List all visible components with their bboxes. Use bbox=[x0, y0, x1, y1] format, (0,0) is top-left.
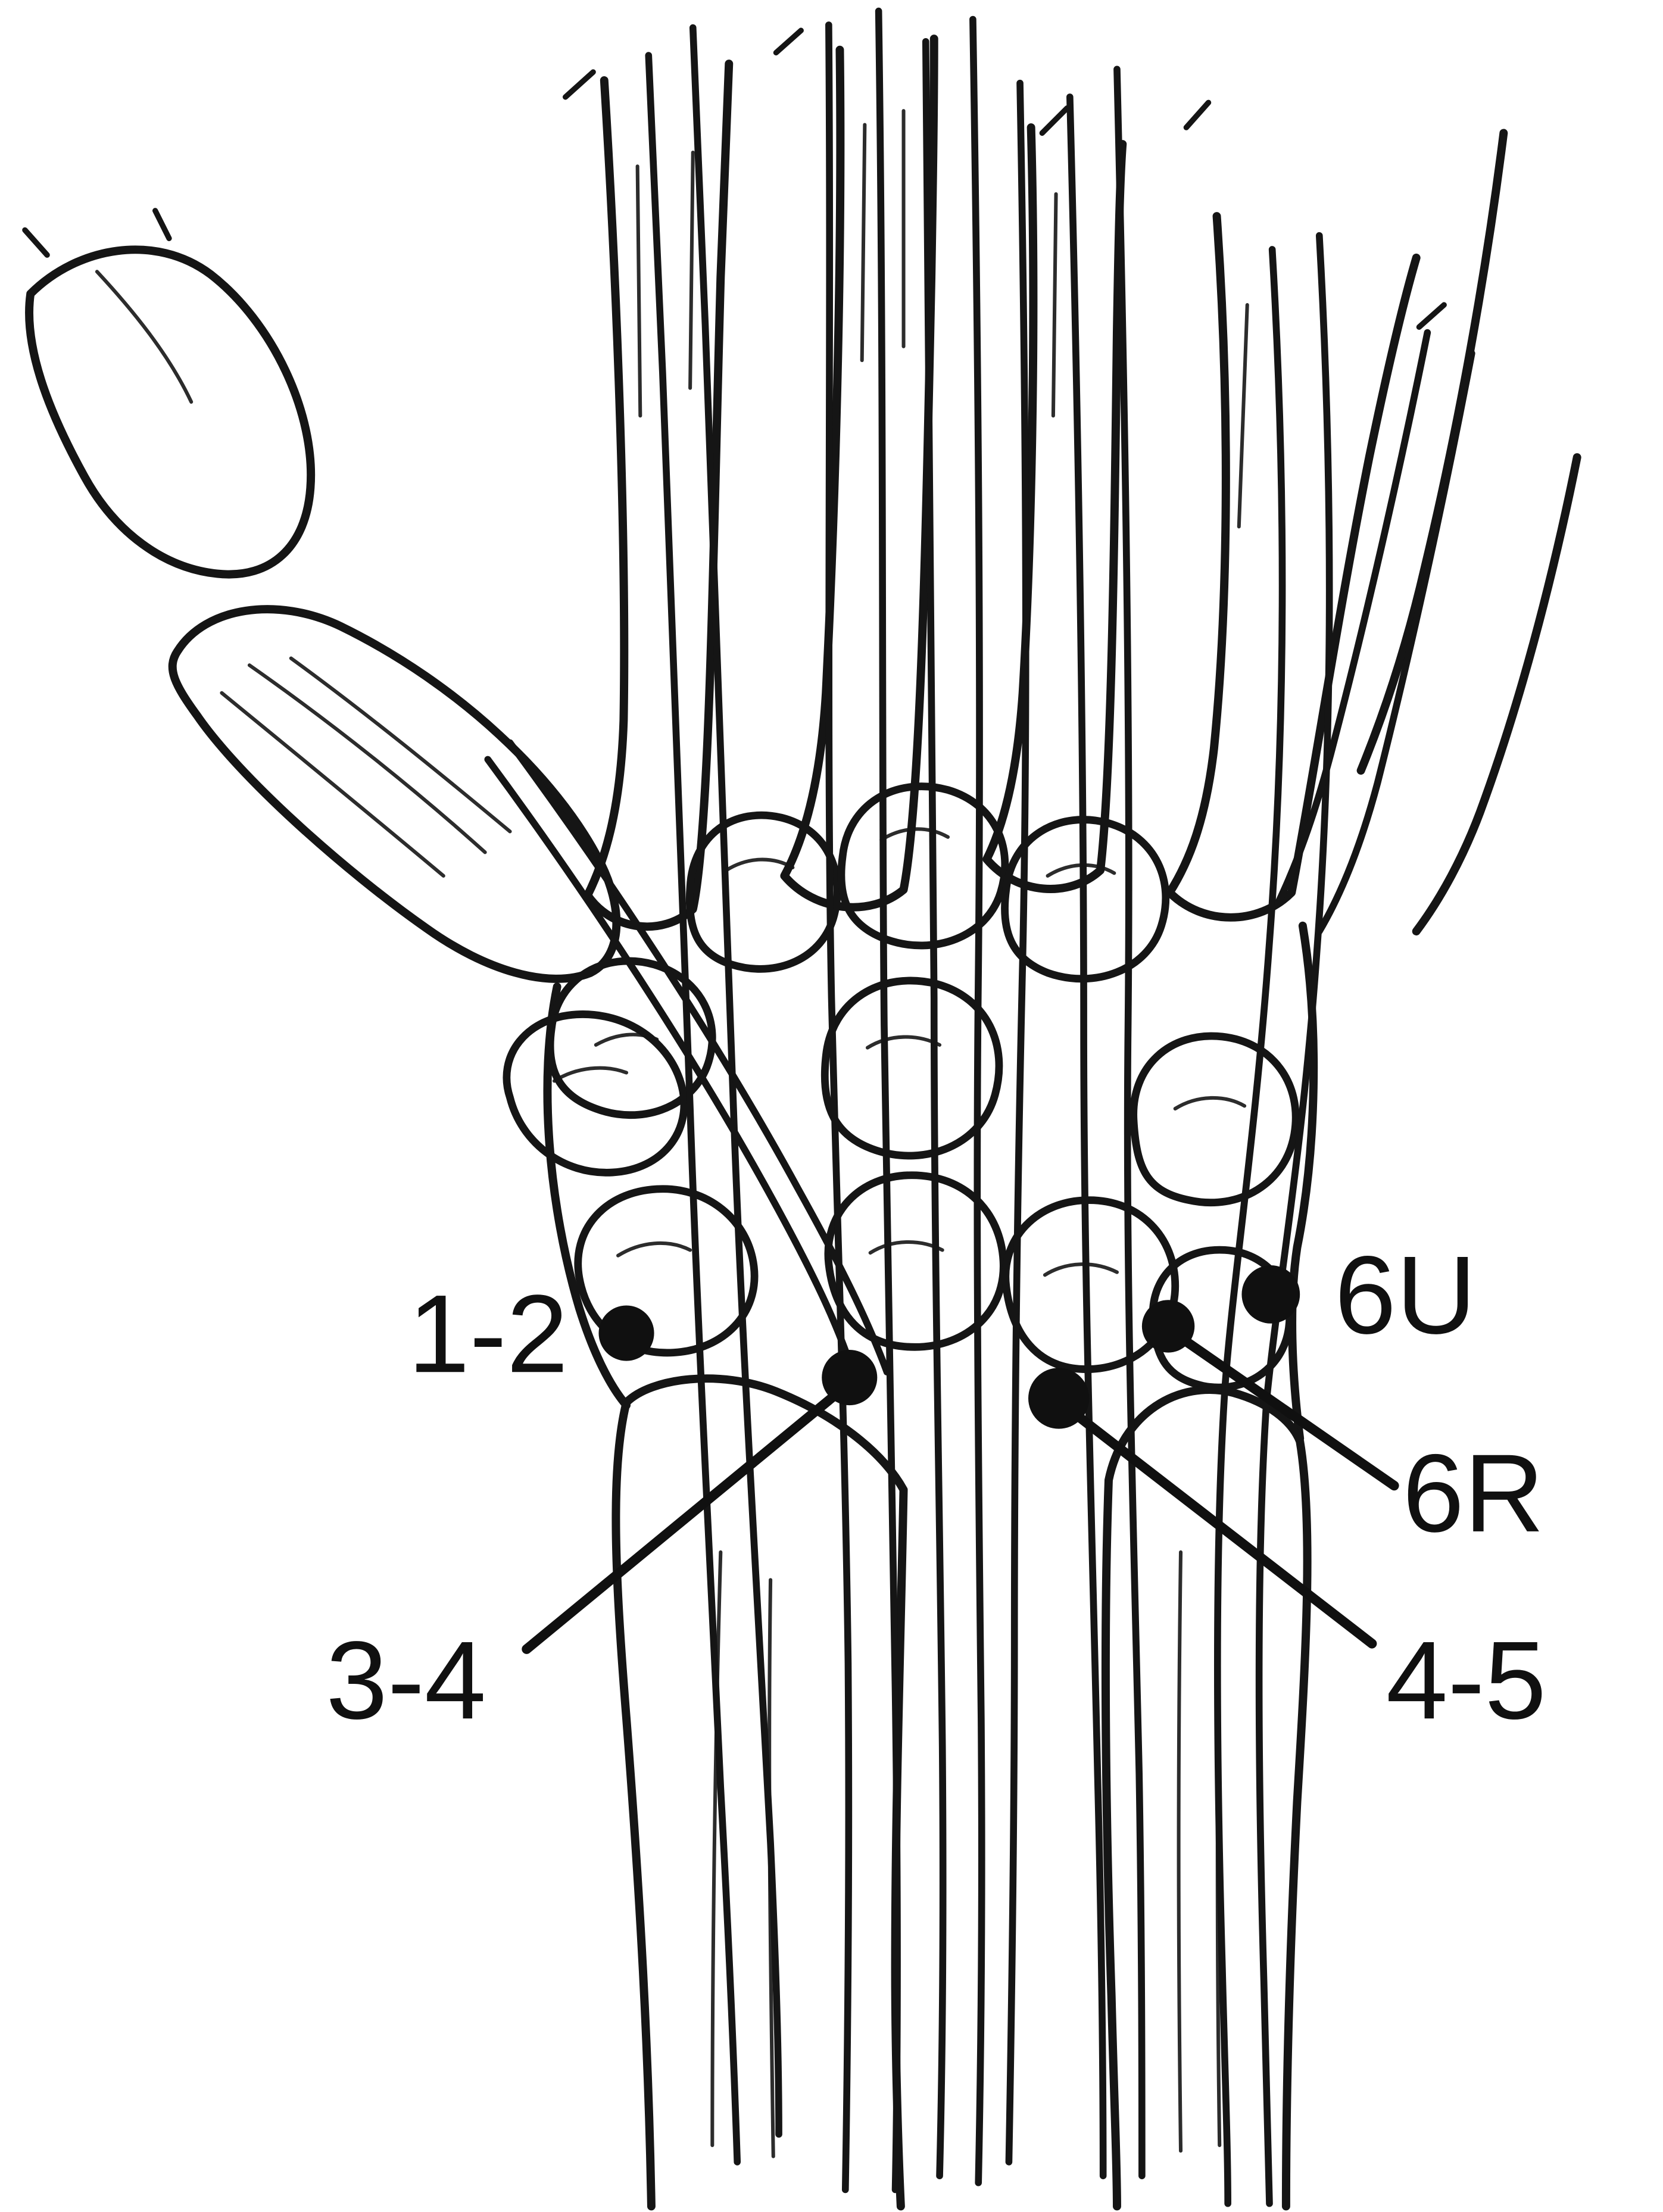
portal-dot-4-5 bbox=[1028, 1368, 1090, 1429]
cut-marks bbox=[562, 27, 1447, 330]
extensor-tendons bbox=[484, 7, 1475, 2207]
extensor-tendon bbox=[1255, 232, 1333, 2207]
portal-label-6U: 6U bbox=[1334, 1233, 1476, 1357]
extensor-tendon bbox=[825, 21, 853, 2194]
metacarpal-5-bone bbox=[1165, 212, 1421, 922]
leader-line-6R bbox=[1181, 1336, 1399, 1491]
extensor-tendon bbox=[484, 756, 857, 1378]
extensor-tendon bbox=[645, 52, 741, 2166]
metacarpal-3-bone bbox=[780, 35, 938, 912]
extensor-tendon bbox=[1113, 65, 1146, 2179]
thumb-bones bbox=[22, 208, 621, 983]
portal-dot-1-2 bbox=[598, 1305, 654, 1361]
thumb-phalanx-bone bbox=[25, 245, 316, 579]
extensor-tendon bbox=[969, 15, 985, 2186]
portal-dot-6R bbox=[1141, 1300, 1195, 1353]
carpal-bone bbox=[1149, 1246, 1294, 1392]
extensor-tendon bbox=[1213, 246, 1286, 2207]
portal-label-6R: 6R bbox=[1402, 1431, 1544, 1555]
carpal-bones bbox=[503, 782, 1300, 1392]
portal-annotations: 1-2 3-4 4-5 6R 6U bbox=[326, 1233, 1546, 1742]
extensor-tendon bbox=[1005, 79, 1029, 2166]
portal-dot-6U bbox=[1241, 1265, 1300, 1324]
carpal-bone bbox=[1001, 816, 1170, 983]
carpal-bone bbox=[503, 1010, 688, 1177]
metacarpal-bones bbox=[562, 27, 1581, 936]
carpal-bone bbox=[820, 976, 1003, 1160]
carpal-bone bbox=[685, 811, 841, 973]
carpal-bone bbox=[546, 957, 716, 1119]
portal-label-3-4: 3-4 bbox=[326, 1618, 486, 1742]
hand-ulnar-edge-outer bbox=[1412, 453, 1581, 936]
portal-dot-3-4 bbox=[822, 1349, 878, 1406]
extensor-tendon bbox=[1066, 93, 1107, 2179]
carpal-bone bbox=[1130, 1032, 1300, 1206]
extensor-tendon bbox=[1315, 350, 1475, 935]
portal-label-1-2: 1-2 bbox=[408, 1272, 568, 1396]
radius-bone bbox=[611, 1374, 908, 2211]
extensor-tendon bbox=[922, 38, 947, 2179]
leader-line-3-4 bbox=[522, 1392, 838, 1654]
cut-marks bbox=[22, 208, 172, 258]
carpal-bone bbox=[1001, 1196, 1180, 1373]
extensor-tendon bbox=[689, 24, 782, 2138]
carpal-bone bbox=[837, 782, 1009, 950]
leader-line-4-5 bbox=[1073, 1411, 1377, 1649]
extensor-tendon bbox=[506, 739, 891, 1376]
extensor-tendon bbox=[1274, 329, 1431, 907]
metacarpal-2-bone bbox=[583, 60, 734, 931]
extensor-tendon bbox=[875, 7, 901, 2194]
metacarpal-4-bone bbox=[982, 123, 1127, 893]
hand-ulnar-edge bbox=[1356, 129, 1508, 775]
portal-label-4-5: 4-5 bbox=[1386, 1618, 1546, 1742]
wrist-silhouette bbox=[543, 921, 1318, 1443]
